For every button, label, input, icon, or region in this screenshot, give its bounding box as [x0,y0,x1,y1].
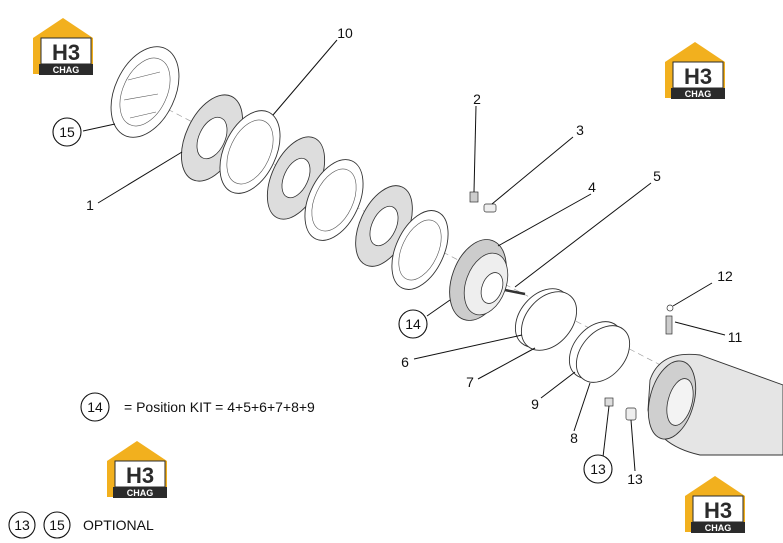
callout-1: 1 [86,197,94,213]
callout-15: 15 [59,124,75,140]
legend-opt-circle-a [8,511,36,539]
brand-logo-top-left: H3 CHAG [33,18,93,75]
callout-14: 14 [405,316,421,332]
legend-kit-text: = Position KIT = 4+5+6+7+8+9 [124,399,315,415]
part-11-12-fitting [665,304,674,335]
callout-10: 10 [337,25,353,41]
callout-6: 6 [401,354,409,370]
part-8-9-seal-rings [568,321,631,383]
legend-kit-number: 14 [87,399,103,415]
legend-opt-a: 13 [14,517,30,533]
legend-opt-b: 15 [49,517,65,533]
callout-5: 5 [653,168,661,184]
callout-8: 8 [570,430,578,446]
separator-plate-2 [304,159,364,241]
callout-7: 7 [466,374,474,390]
axle-housing [647,353,783,456]
part-10-separator-plate [219,110,281,194]
callout-11: 11 [728,329,743,345]
part-6-7-seal-rings [514,288,578,351]
logo-sub-text: CHAG [705,523,732,533]
brand-logo-top-right: H3 CHAG [665,42,725,99]
brand-logo-bottom-right: H3 CHAG [685,476,745,533]
logo-main-text: H3 [52,40,80,65]
part-2-bolt [469,191,479,203]
leader-lines [82,39,726,472]
callout-2: 2 [473,91,481,107]
part-15-plate [110,46,180,138]
callout-15-circle [52,117,82,147]
legend-optional-text: OPTIONAL [83,517,154,533]
logo-main-text: H3 [684,64,712,89]
legend-kit-circle [80,392,110,422]
part-3-bushing [483,203,497,213]
separator-plate-3 [391,210,449,290]
brand-logo-bottom-left: H3 CHAG [107,441,167,498]
callout-3: 3 [576,122,584,138]
callout-13a: 13 [590,461,606,477]
callout-13b: 13 [627,471,643,487]
logo-main-text: H3 [704,498,732,523]
callout-13-circle [583,454,613,484]
legend-opt-circle-b [43,511,71,539]
logo-sub-text: CHAG [685,89,712,99]
part-4-piston [449,239,509,321]
part-13-bushings [604,397,637,421]
logo-sub-text: CHAG [127,488,154,498]
callout-12: 12 [717,268,733,284]
callout-14-circle [398,309,428,339]
part-5-pin [504,288,526,296]
callout-9: 9 [531,396,539,412]
logo-sub-text: CHAG [53,65,80,75]
logo-main-text: H3 [126,463,154,488]
callout-4: 4 [588,179,596,195]
